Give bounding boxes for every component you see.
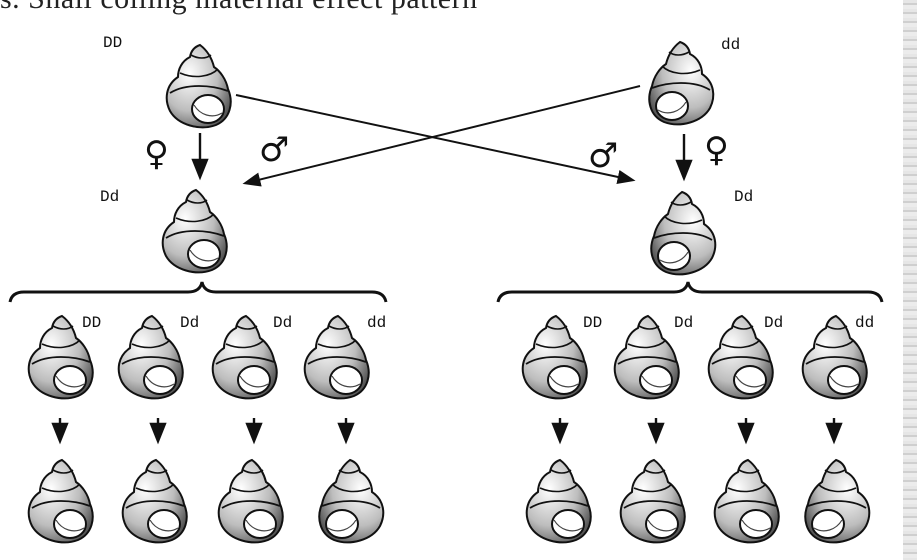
bracket-right xyxy=(496,281,884,303)
f3-left-shell-3 xyxy=(217,459,284,544)
f3-right-shell-4-sinistral xyxy=(805,460,869,542)
f2-right-genotype-3: Dd xyxy=(764,314,784,332)
f3-left-shell-2 xyxy=(121,459,188,544)
f3-right-shell-2 xyxy=(619,459,686,544)
female-symbol-left: ♀ xyxy=(144,134,169,174)
male-symbol-left: ♂ xyxy=(259,130,290,170)
f2-right-genotype-4: dd xyxy=(855,314,875,332)
cross-arrow-right-to-left xyxy=(242,85,641,187)
f2-right-shell-2 xyxy=(613,315,680,400)
f3-right-shell-1 xyxy=(525,459,592,544)
page-edge-texture xyxy=(903,0,917,560)
f2-left-genotype-2: Dd xyxy=(180,314,200,332)
parent-left-genotype: DD xyxy=(103,34,123,52)
f2-right-genotype-2: Dd xyxy=(674,314,694,332)
male-symbol-right: ♂ xyxy=(588,136,619,176)
parent-right-genotype: dd xyxy=(721,36,741,54)
f2-left-genotype-3: Dd xyxy=(273,314,293,332)
parent-right-shell-sinistral xyxy=(649,42,713,124)
f3-left-shell-4-sinistral xyxy=(319,460,383,542)
f2-left-genotype-1: DD xyxy=(82,314,102,332)
f2-right-shell-1 xyxy=(521,315,588,400)
parent-left-shell-dextral xyxy=(165,44,232,129)
f2-right-genotype-1: DD xyxy=(583,314,603,332)
f1-left-genotype: Dd xyxy=(100,188,120,206)
f3-right-shell-3 xyxy=(713,459,780,544)
female-symbol-right: ♀ xyxy=(704,130,729,170)
f2-left-shell-4 xyxy=(303,315,370,400)
bracket-left xyxy=(8,281,388,303)
f1-left-shell-dextral xyxy=(161,189,228,274)
caption-fragment: s. Snail coiling maternal effect pattern xyxy=(0,0,917,22)
f1-right-shell-sinistral xyxy=(651,192,715,274)
f2-left-shell-3 xyxy=(211,315,278,400)
f2-left-shell-2 xyxy=(117,315,184,400)
f3-arrows xyxy=(51,418,843,445)
f3-left-shell-1 xyxy=(27,459,94,544)
f2-left-genotype-4: dd xyxy=(367,314,387,332)
f1-right-genotype: Dd xyxy=(734,188,754,206)
